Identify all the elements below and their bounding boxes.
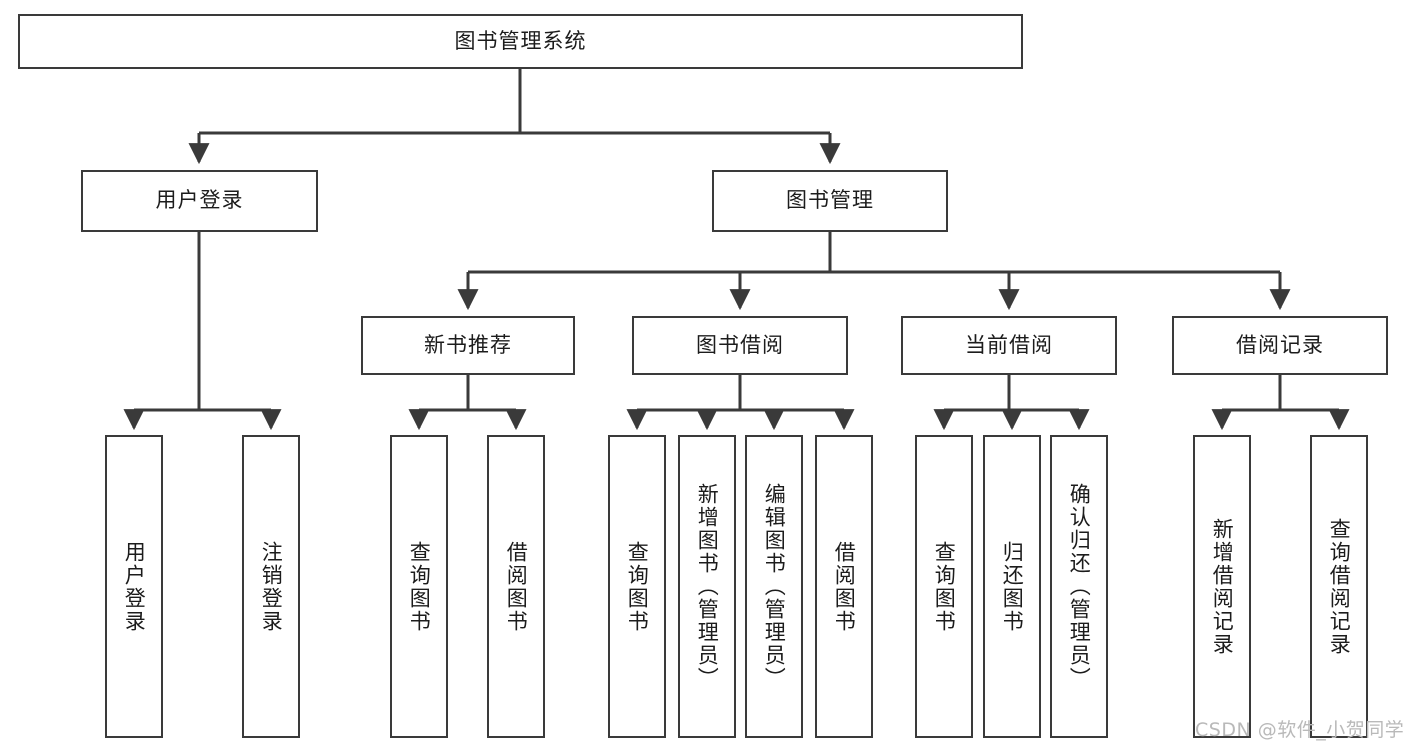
node-label: 图书管理 xyxy=(786,188,874,213)
node-label: 查询借阅记录 xyxy=(1327,517,1352,656)
node-label: 用户登录 xyxy=(122,540,147,633)
node-leaf-logout-login[interactable]: 注销登录 xyxy=(242,435,300,738)
node-label: 借阅图书 xyxy=(504,540,529,633)
node-leaf-add-book[interactable]: 新增图书（管理员） xyxy=(678,435,736,738)
node-book-borrow[interactable]: 图书借阅 xyxy=(632,316,848,375)
node-label: 新增图书（管理员） xyxy=(695,483,720,690)
node-label: 查询图书 xyxy=(932,540,957,633)
node-label: 编辑图书（管理员） xyxy=(762,483,787,690)
node-label: 确认归还（管理员） xyxy=(1067,483,1092,690)
node-root-system[interactable]: 图书管理系统 xyxy=(18,14,1023,69)
node-label: 用户登录 xyxy=(155,188,244,213)
node-label: 注销登录 xyxy=(259,540,284,633)
node-label: 借阅图书 xyxy=(832,540,857,633)
node-leaf-query-book-3[interactable]: 查询图书 xyxy=(915,435,973,738)
node-book-manage[interactable]: 图书管理 xyxy=(712,170,948,232)
node-leaf-borrow-book-1[interactable]: 借阅图书 xyxy=(487,435,545,738)
node-current-borrow[interactable]: 当前借阅 xyxy=(901,316,1117,375)
node-leaf-query-book-1[interactable]: 查询图书 xyxy=(390,435,448,738)
node-new-book-recommend[interactable]: 新书推荐 xyxy=(361,316,575,375)
node-leaf-query-record[interactable]: 查询借阅记录 xyxy=(1310,435,1368,738)
node-label: 查询图书 xyxy=(625,540,650,633)
node-label: 借阅记录 xyxy=(1236,332,1324,357)
node-leaf-edit-book[interactable]: 编辑图书（管理员） xyxy=(745,435,803,738)
node-borrow-record[interactable]: 借阅记录 xyxy=(1172,316,1388,375)
csdn-watermark: CSDN @软件_小贺同学 xyxy=(1195,719,1405,741)
node-user-login[interactable]: 用户登录 xyxy=(81,170,318,232)
node-leaf-confirm-return[interactable]: 确认归还（管理员） xyxy=(1050,435,1108,738)
node-label: 归还图书 xyxy=(1000,540,1025,633)
node-label: 新书推荐 xyxy=(424,332,512,357)
node-label: 当前借阅 xyxy=(965,332,1053,357)
node-leaf-query-book-2[interactable]: 查询图书 xyxy=(608,435,666,738)
node-label: 查询图书 xyxy=(407,540,432,633)
node-label: 新增借阅记录 xyxy=(1210,517,1235,656)
node-leaf-user-login[interactable]: 用户登录 xyxy=(105,435,163,738)
node-leaf-borrow-book-2[interactable]: 借阅图书 xyxy=(815,435,873,738)
node-leaf-return-book[interactable]: 归还图书 xyxy=(983,435,1041,738)
node-leaf-add-record[interactable]: 新增借阅记录 xyxy=(1193,435,1251,738)
node-label: 图书管理系统 xyxy=(454,28,587,53)
node-label: 图书借阅 xyxy=(696,332,784,357)
